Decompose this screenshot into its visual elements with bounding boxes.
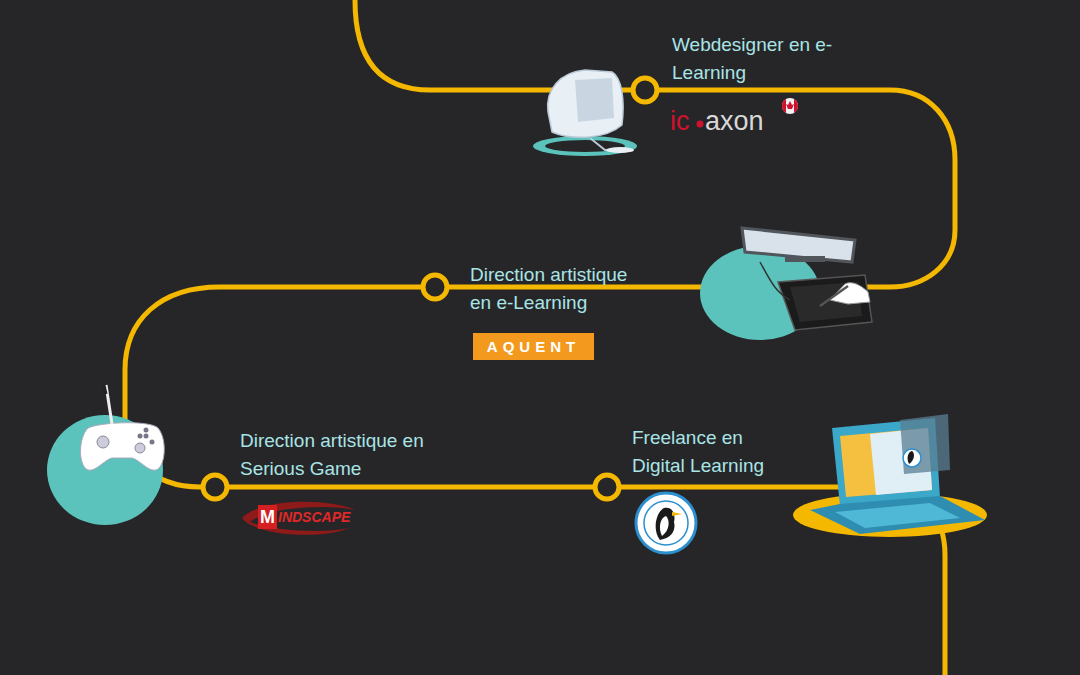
timeline-stops: [203, 78, 657, 499]
controller-icon: [47, 385, 164, 525]
logo-text: M: [258, 506, 277, 528]
logo-text: INDSCAPE: [278, 508, 373, 526]
timeline-stop: [203, 475, 227, 499]
job-title: Direction artistique en Serious Game: [240, 427, 425, 483]
job-title: Freelance en Digital Learning: [632, 424, 787, 480]
logo-dot: [697, 121, 704, 128]
canada-flag: [782, 98, 798, 114]
logo-text: ic: [670, 106, 698, 136]
job-title: Webdesigner en e-Learning: [672, 31, 842, 87]
job-title: Direction artistique en e-Learning: [470, 261, 650, 317]
timeline-stop: [633, 78, 657, 102]
imac-icon: [533, 70, 637, 156]
timeline-path: [125, 0, 955, 675]
logo-text: AQUENT: [473, 337, 594, 356]
timeline-stop: [423, 275, 447, 299]
logo-text: axon: [705, 106, 780, 136]
timeline-stop: [595, 475, 619, 499]
badge-logo: [636, 493, 696, 553]
laptop-icon: [793, 414, 987, 537]
aquent-logo-box: [473, 333, 594, 360]
tablet-icon: [700, 228, 872, 340]
